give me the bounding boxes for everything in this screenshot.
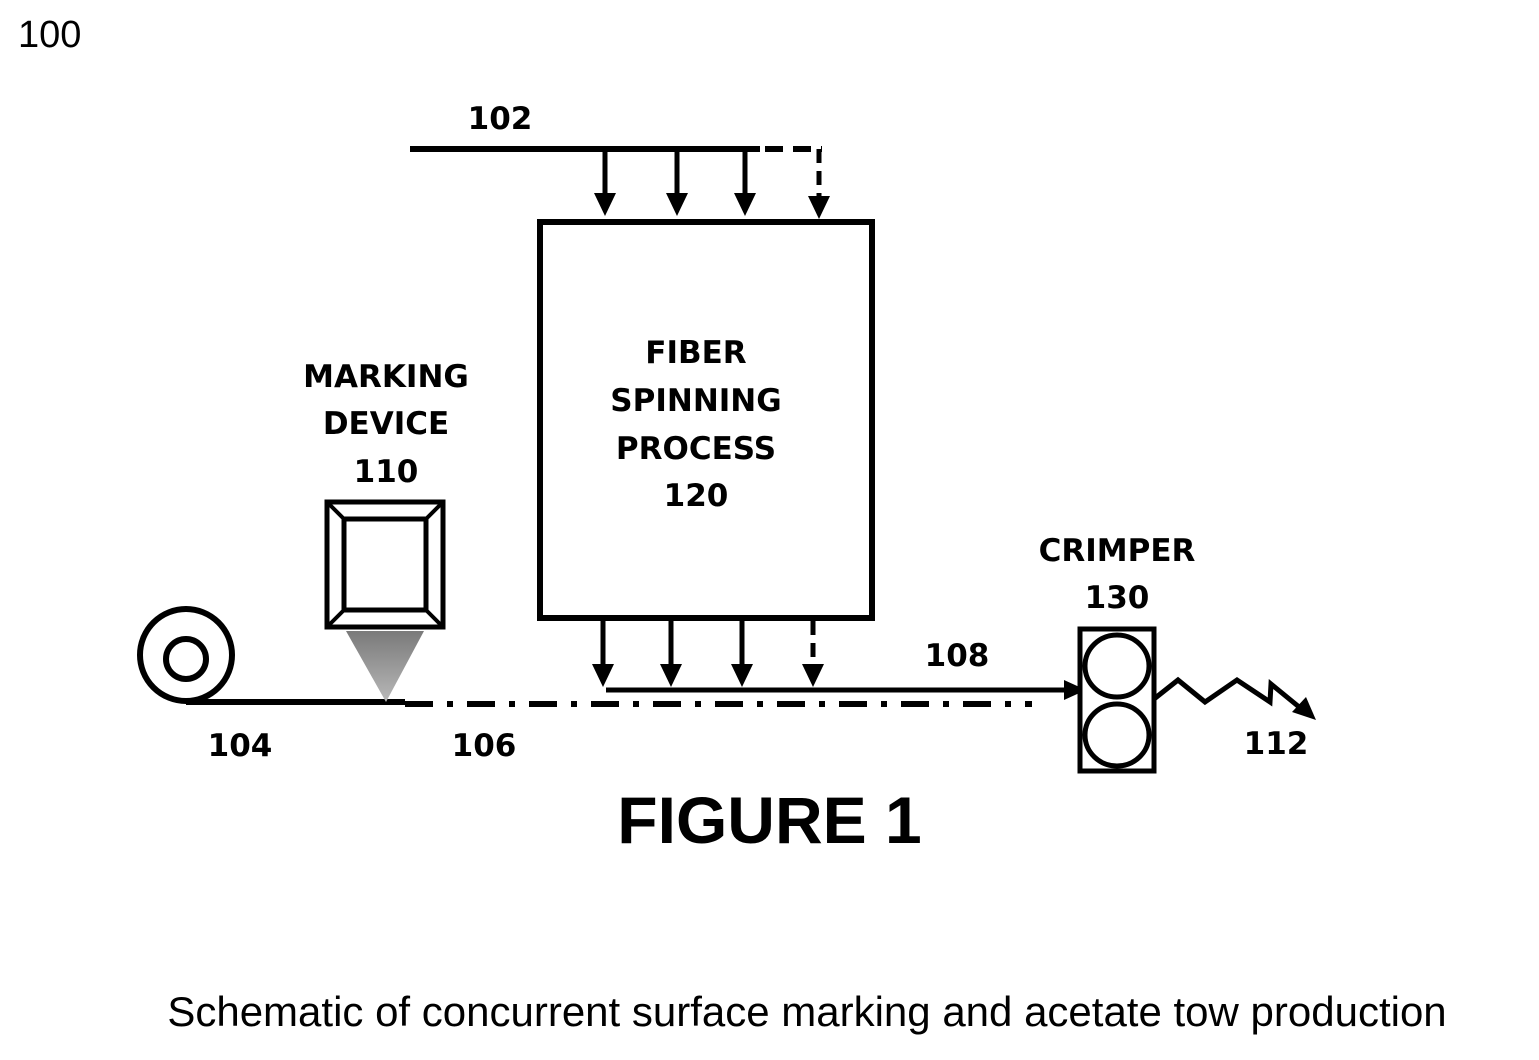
feed-line (410, 149, 822, 198)
marking-device-label: MARKING DEVICE 110 (303, 359, 469, 490)
marked-tow-label: 106 (452, 728, 517, 764)
output-line-label: 108 (925, 638, 990, 674)
fiber-spinning-box (540, 222, 872, 618)
svg-text:110: 110 (354, 454, 419, 490)
feed-arrows (594, 149, 830, 219)
svg-text:PROCESS: PROCESS (616, 431, 776, 467)
output-line (606, 680, 1086, 700)
svg-text:130: 130 (1085, 580, 1150, 616)
marking-spray (346, 631, 424, 702)
output-arrows (592, 621, 824, 687)
marking-device (327, 502, 443, 627)
svg-text:DEVICE: DEVICE (323, 406, 449, 442)
spool (140, 609, 232, 701)
crimped-output-line (1154, 680, 1316, 720)
svg-text:FIBER: FIBER (645, 335, 747, 371)
figure-caption: Schematic of concurrent surface marking … (0, 988, 1539, 1036)
crimper (1080, 629, 1154, 771)
svg-text:CRIMPER: CRIMPER (1039, 533, 1196, 569)
svg-text:120: 120 (664, 478, 729, 514)
svg-text:MARKING: MARKING (303, 359, 469, 395)
svg-text:SPINNING: SPINNING (610, 383, 781, 419)
spool-label: 104 (208, 728, 273, 764)
crimper-label: CRIMPER 130 (1039, 533, 1196, 616)
feed-label: 102 (468, 101, 533, 137)
crimped-output-label: 112 (1244, 726, 1309, 762)
figure-title: FIGURE 1 (0, 782, 1539, 858)
